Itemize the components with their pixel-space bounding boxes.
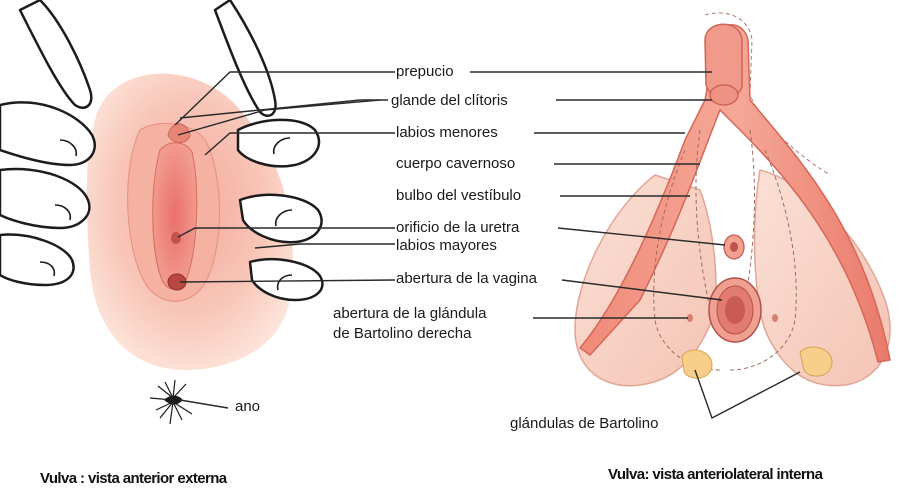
label-abertura-vagina: abertura de la vagina (396, 270, 537, 287)
label-abertura-glandula-line1: abertura de la glándula (333, 305, 486, 322)
caption-external-view: Vulva : vista anterior externa (40, 470, 227, 487)
label-glande-clitoris: glande del clítoris (391, 92, 508, 109)
label-ano: ano (235, 398, 260, 415)
anus-illustration (150, 380, 192, 424)
label-labios-mayores: labios mayores (396, 237, 497, 254)
label-bulbo-vestibulo: bulbo del vestíbulo (396, 187, 521, 204)
caption-internal-view: Vulva: vista anteriolateral interna (608, 466, 822, 483)
external-vulva-illustration (0, 0, 322, 424)
label-labios-menores: labios menores (396, 124, 498, 141)
label-cuerpo-cavernoso: cuerpo cavernoso (396, 155, 515, 172)
line-ano (180, 400, 228, 408)
label-prepucio: prepucio (396, 63, 454, 80)
internal-vulva-illustration (575, 13, 890, 386)
label-glandulas-bartolino: glándulas de Bartolino (510, 415, 658, 432)
label-orificio-uretra: orificio de la uretra (396, 219, 519, 236)
label-abertura-glandula-line2: de Bartolino derecha (333, 325, 471, 342)
line-bartolino (695, 370, 800, 418)
